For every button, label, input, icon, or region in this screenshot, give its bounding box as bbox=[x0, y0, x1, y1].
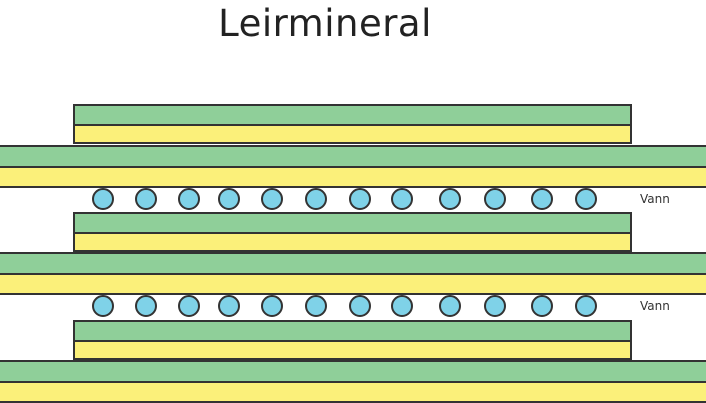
water-molecule bbox=[135, 295, 157, 317]
short-yellow-sheet bbox=[73, 124, 632, 144]
water-molecule bbox=[261, 188, 283, 210]
diagram-title: Leirmineral bbox=[218, 2, 432, 45]
water-molecule bbox=[439, 188, 461, 210]
water-molecule bbox=[391, 188, 413, 210]
water-molecule bbox=[261, 295, 283, 317]
short-green-sheet bbox=[73, 320, 632, 342]
water-molecule bbox=[178, 295, 200, 317]
long-yellow-sheet bbox=[0, 166, 706, 188]
water-molecule bbox=[135, 188, 157, 210]
long-green-sheet bbox=[0, 360, 706, 383]
long-yellow-sheet bbox=[0, 381, 706, 403]
water-molecule bbox=[531, 188, 553, 210]
long-green-sheet bbox=[0, 252, 706, 275]
water-molecule bbox=[178, 188, 200, 210]
water-molecule bbox=[484, 295, 506, 317]
clay-layers bbox=[0, 104, 706, 403]
water-label: Vann bbox=[640, 192, 670, 206]
short-yellow-sheet bbox=[73, 340, 632, 360]
water-molecule bbox=[349, 188, 371, 210]
long-yellow-sheet bbox=[0, 273, 706, 295]
water-molecule bbox=[484, 188, 506, 210]
water-molecule bbox=[575, 295, 597, 317]
short-green-sheet bbox=[73, 212, 632, 234]
water-molecule bbox=[92, 295, 114, 317]
water-molecule bbox=[531, 295, 553, 317]
water-molecule bbox=[218, 295, 240, 317]
water-molecule bbox=[305, 295, 327, 317]
water-molecule bbox=[218, 188, 240, 210]
short-yellow-sheet bbox=[73, 232, 632, 252]
water-label: Vann bbox=[640, 299, 670, 313]
long-green-sheet bbox=[0, 145, 706, 168]
water-molecule bbox=[349, 295, 371, 317]
water-molecule bbox=[575, 188, 597, 210]
short-green-sheet bbox=[73, 104, 632, 126]
water-molecule bbox=[92, 188, 114, 210]
water-molecule bbox=[305, 188, 327, 210]
water-molecule bbox=[391, 295, 413, 317]
water-layers bbox=[92, 188, 597, 317]
water-molecule bbox=[439, 295, 461, 317]
